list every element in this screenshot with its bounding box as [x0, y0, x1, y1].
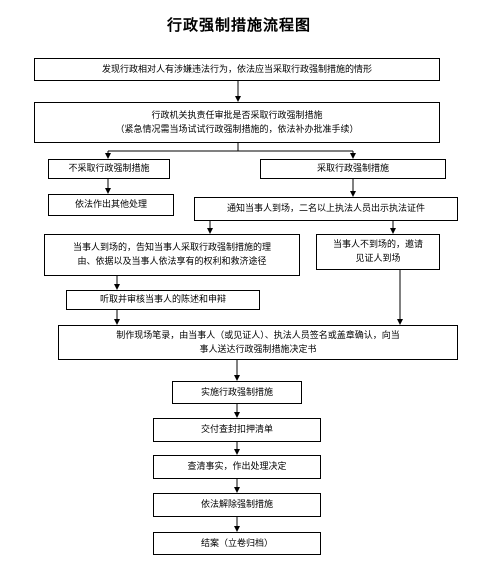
step-party-absent-line1: 当事人不到场的，邀请: [332, 240, 423, 250]
step-deliver-list: 交付查封扣押清单: [153, 418, 321, 442]
step-no-measure: 不采取行政强制措施: [48, 159, 170, 179]
step-party-present-line1: 当事人到场的，告知当事人采取行政强制措施的理: [72, 243, 271, 253]
step-other-handling-text: 依法作出其他处理: [74, 200, 147, 210]
step-party-present: 当事人到场的，告知当事人采取行政强制措施的理 由、依据以及当事人依法享有的权利和…: [44, 234, 300, 276]
step-party-absent-line2: 见证人到场: [355, 254, 401, 264]
step-hear-statement-text: 听取并审核当事人的陈述和申辩: [99, 295, 226, 305]
step-close-case: 结案（立卷归档）: [153, 532, 321, 555]
step-approval: 行政机关执责任审批是否采取行政强制措施 （紧急情况需当场试试行政强制措施的，依法…: [34, 102, 440, 143]
step-investigate-decide-text: 查清事实，作出处理决定: [187, 462, 287, 472]
step-party-absent: 当事人不到场的，邀请 见证人到场: [316, 234, 440, 270]
step-record-sign-line1: 制作现场笔录，由当事人（或见证人）、执法人员签名或盖章确认，向当: [116, 330, 400, 341]
step-party-present-line2: 由、依据以及当事人依法享有的权利和救济途径: [77, 257, 267, 267]
step-discover-violation-text: 发现行政相对人有涉嫌违法行为，依法应当采取行政强制措施的情形: [101, 64, 372, 75]
step-notify-party: 通知当事人到场，二名以上执法人员出示执法证件: [194, 197, 458, 221]
step-implement-measure-text: 实施行政强制措施: [200, 387, 273, 398]
step-record-sign: 制作现场笔录，由当事人（或见证人）、执法人员签名或盖章确认，向当 事人送达行政强…: [58, 325, 458, 360]
step-hear-statement: 听取并审核当事人的陈述和申辩: [66, 290, 260, 310]
step-record-sign-line2: 事人送达行政强制措施决定书: [199, 344, 317, 355]
step-other-handling: 依法作出其他处理: [48, 194, 174, 216]
step-close-case-text: 结案（立卷归档）: [200, 538, 273, 549]
step-deliver-list-text: 交付查封扣押清单: [200, 425, 273, 435]
step-implement-measure: 实施行政强制措施: [172, 381, 302, 404]
step-take-measure: 采取行政强制措施: [260, 159, 446, 179]
step-no-measure-text: 不采取行政强制措施: [68, 164, 150, 174]
page-title: 行政强制措施流程图: [166, 16, 311, 34]
step-notify-party-text: 通知当事人到场，二名以上执法人员出示执法证件: [226, 204, 425, 214]
step-investigate-decide: 查清事实，作出处理决定: [153, 455, 321, 479]
step-lift-measure: 依法解除强制措施: [153, 493, 321, 517]
step-approval-note: （紧急情况需当场试试行政强制措施的，依法补办批准手续）: [115, 124, 359, 135]
step-lift-measure-text: 依法解除强制措施: [200, 500, 273, 510]
step-take-measure-text: 采取行政强制措施: [316, 164, 389, 174]
step-discover-violation: 发现行政相对人有涉嫌违法行为，依法应当采取行政强制措施的情形: [34, 58, 440, 81]
step-approval-text: 行政机关执责任审批是否采取行政强制措施: [151, 110, 323, 121]
